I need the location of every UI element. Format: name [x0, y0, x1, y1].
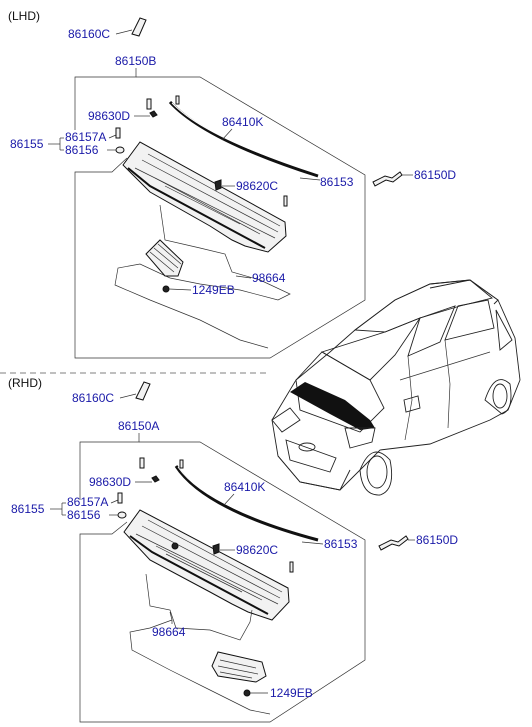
rhd-nozzle-part: [212, 543, 220, 555]
rhd-label-86153: 86153: [324, 537, 358, 551]
rhd-label-98664: 98664: [152, 625, 186, 639]
lhd-label-98620c: 98620C: [236, 179, 278, 193]
lhd-label-86153: 86153: [320, 175, 354, 189]
lhd-86150d-clip-part: [372, 171, 403, 187]
lhd-label-86157a: 86157A: [65, 130, 106, 144]
lhd-label-86150b: 86150B: [115, 54, 156, 68]
rhd-assembly-boundary: [79, 441, 366, 723]
lhd-label-86150d: 86150D: [414, 168, 456, 182]
rhd-weatherstrip-86410k: [174, 465, 319, 542]
rhd-label-86156: 86156: [67, 508, 101, 522]
lhd-cowl-top-cover: [122, 141, 287, 253]
rhd-label-86150d: 86150D: [416, 533, 458, 547]
rhd-label-86410k: 86410K: [224, 480, 265, 494]
car-illustration: [271, 279, 521, 496]
rhd-bolt-part: [243, 689, 251, 697]
lhd-label-86410k: 86410K: [222, 115, 263, 129]
lhd-weatherstrip-86410k: [168, 100, 319, 178]
lhd-clip-part: [146, 98, 152, 110]
rhd-label-86155: 86155: [11, 502, 45, 516]
section-label-rhd: (RHD): [8, 376, 42, 390]
lhd-washer-hose: [114, 204, 291, 349]
lhd-label-98664: 98664: [252, 271, 286, 285]
section-label-lhd: (LHD): [8, 9, 40, 23]
rhd-86150d-clip-part: [378, 535, 409, 551]
lhd-label-86160c: 86160C: [68, 27, 110, 41]
rhd-label-86150a: 86150A: [118, 419, 159, 433]
rhd-label-1249eb: 1249EB: [270, 686, 313, 700]
rhd-cowl-top-cover: [123, 509, 290, 621]
rhd-label-98630d: 98630D: [89, 475, 131, 489]
rhd-grille-piece: [211, 651, 267, 683]
lhd-assembly-boundary: [74, 76, 366, 359]
rhd-label-98620c: 98620C: [236, 543, 278, 557]
lhd-label-86155: 86155: [10, 137, 44, 151]
rhd-label-86157a: 86157A: [67, 495, 108, 509]
rhd-label-86160c: 86160C: [72, 391, 114, 405]
lhd-label-1249eb: 1249EB: [192, 283, 235, 297]
lhd-grille-piece: [145, 239, 184, 277]
lhd-label-86156: 86156: [65, 143, 99, 157]
rhd-washer-hose: [129, 573, 271, 715]
rhd-86160c-bracket-part: [135, 381, 151, 401]
lhd-label-98630d: 98630D: [88, 109, 130, 123]
lhd-86160c-bracket-part: [131, 17, 147, 37]
lhd-nozzle-part: [214, 179, 222, 191]
lhd-bolt-part: [162, 285, 170, 293]
